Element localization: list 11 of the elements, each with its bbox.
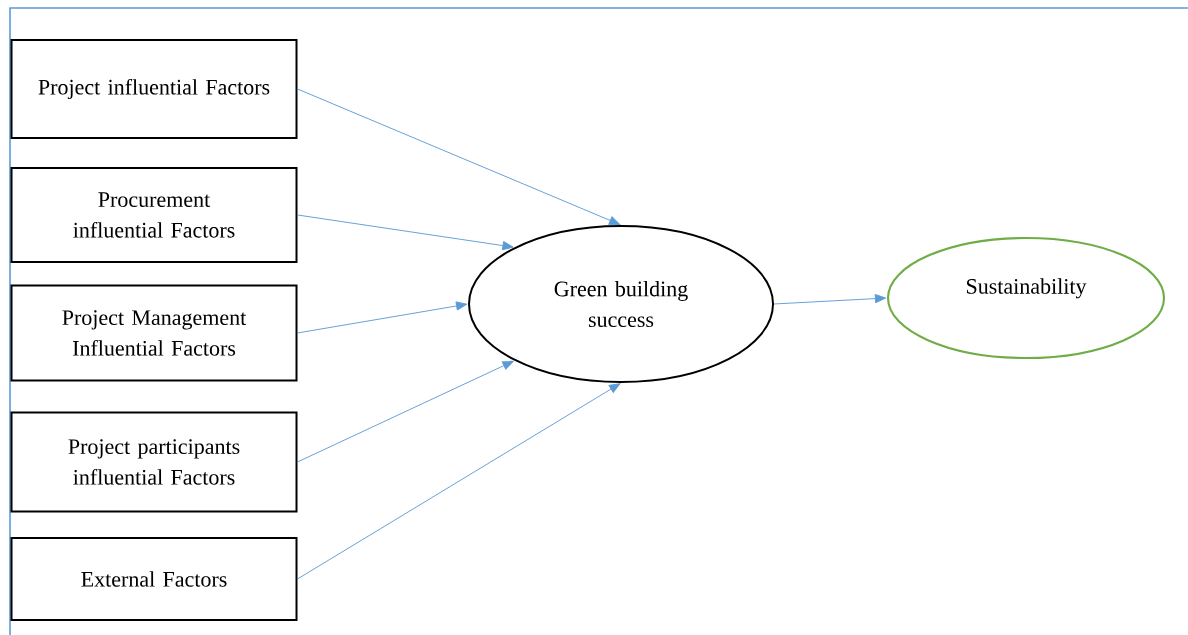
factor-box: Procurement influential Factors	[10, 167, 298, 263]
factor-box: Project Management Influential Factors	[10, 284, 298, 382]
arrow	[297, 88, 621, 225]
arrow	[297, 214, 514, 251]
arrow	[297, 360, 514, 463]
factor-box: Project participants influential Factors	[10, 411, 298, 513]
arrow	[297, 301, 468, 334]
arrow	[773, 294, 887, 305]
arrow	[297, 383, 621, 580]
factor-box: External Factors	[10, 537, 298, 621]
factor-box: Project influential Factors	[10, 39, 298, 139]
